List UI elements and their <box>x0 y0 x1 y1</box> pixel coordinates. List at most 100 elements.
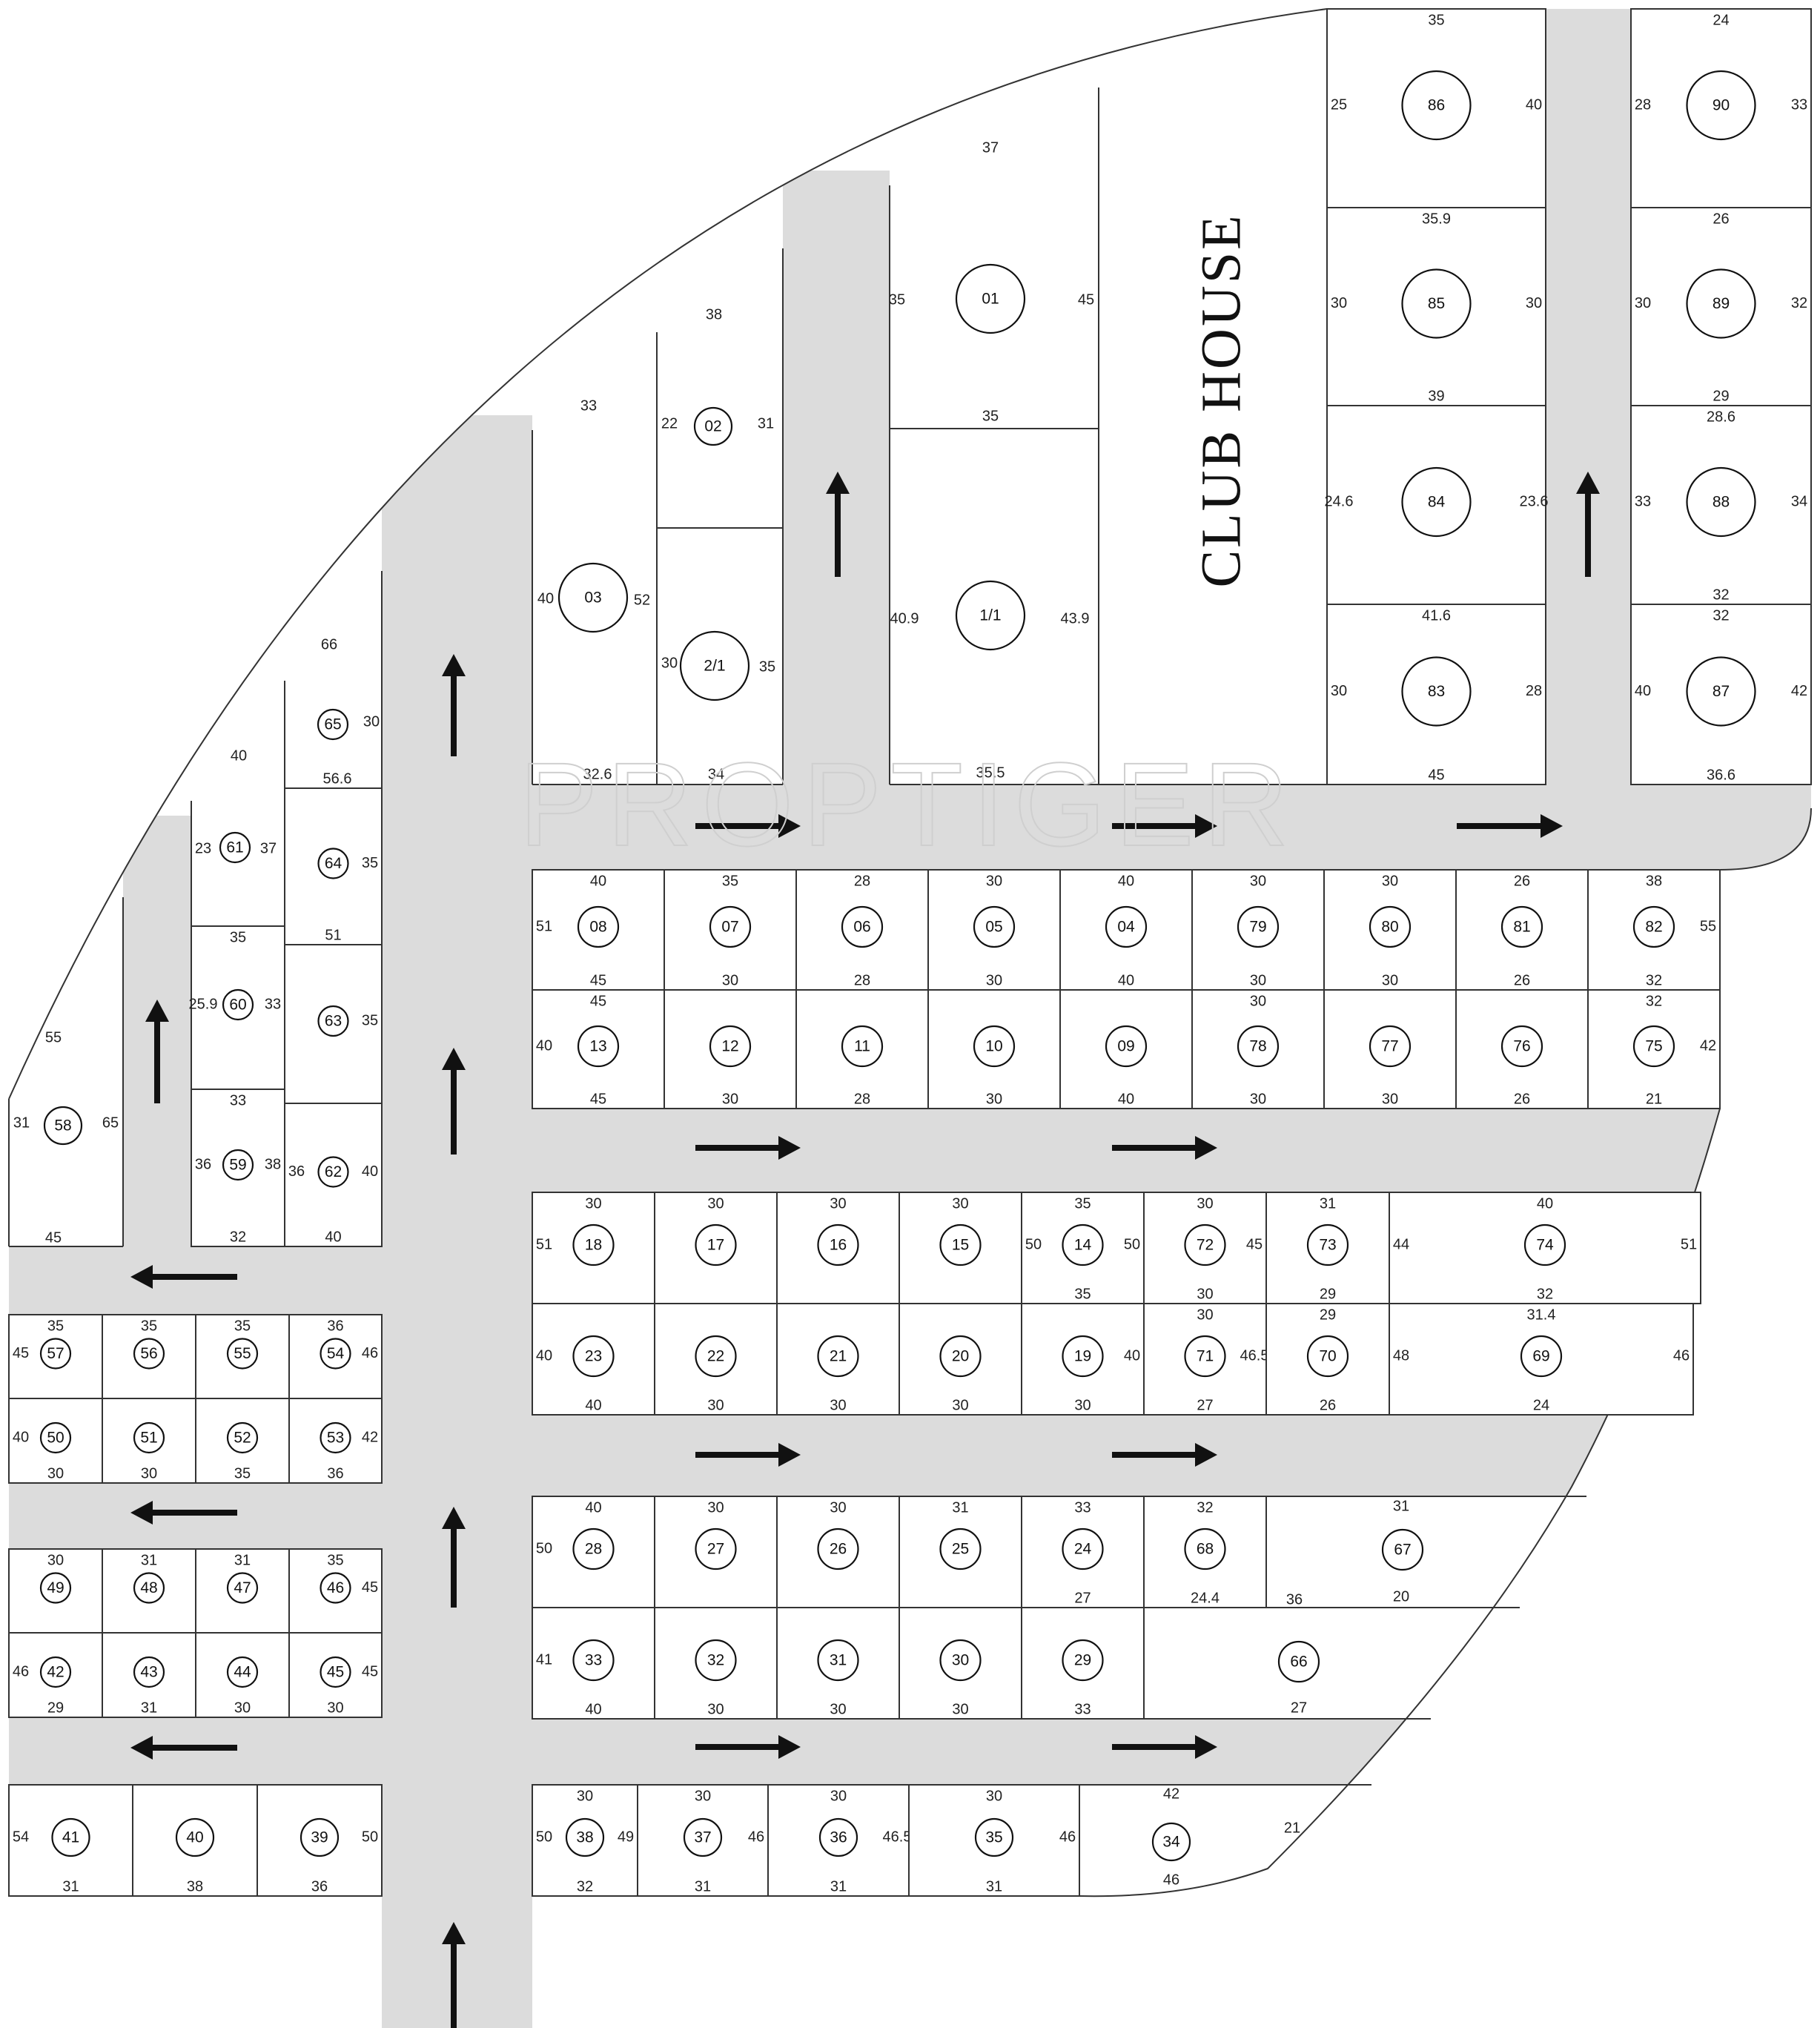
plot-number: 51 <box>140 1430 157 1447</box>
plot-67[interactable]: 67 <box>1381 1528 1424 1571</box>
plot-34[interactable]: 34 <box>1151 1822 1191 1862</box>
plot-dimension: 35 <box>230 929 246 945</box>
plot-58[interactable]: 58 <box>43 1106 83 1146</box>
plot-61[interactable]: 61 <box>219 831 251 864</box>
plot-02[interactable]: 02 <box>693 406 733 446</box>
plot-66[interactable]: 66 <box>1277 1640 1320 1683</box>
plot-dimension: 30 <box>722 1091 738 1107</box>
plot-65[interactable]: 65 <box>317 708 349 741</box>
plot-number-circle <box>955 263 1026 334</box>
plot-dimension: 31 <box>1320 1195 1336 1212</box>
plot-number: 30 <box>952 1652 969 1669</box>
plot-01[interactable]: 01 <box>955 263 1026 334</box>
plot-1/1[interactable]: 1/1 <box>955 580 1026 651</box>
plot-2/1[interactable]: 2/1 <box>679 630 750 701</box>
plot-03[interactable]: 03 <box>557 562 629 633</box>
plot-dimension: 30 <box>234 1700 251 1716</box>
club-house-label: CLUB HOUSE <box>1190 213 1252 587</box>
